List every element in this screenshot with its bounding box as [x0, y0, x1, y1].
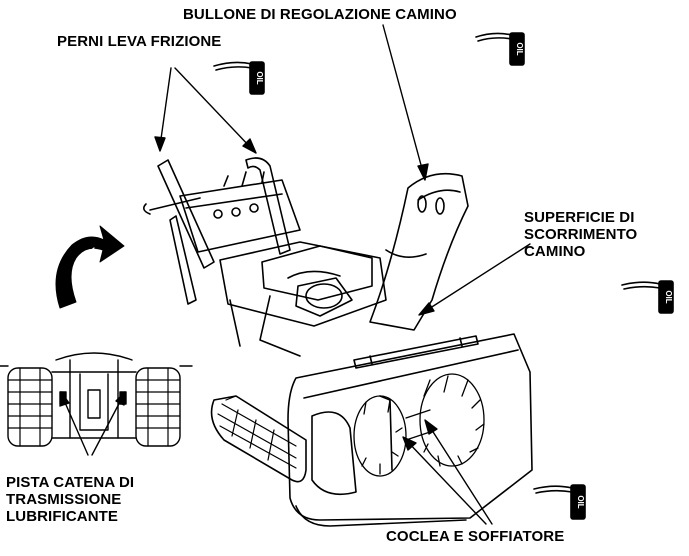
- svg-text:OIL: OIL: [255, 71, 264, 84]
- oil-can-icon-top: OIL: [475, 32, 525, 66]
- oil-can-icon-surface: OIL: [621, 280, 674, 314]
- snowblower-body: [142, 157, 533, 527]
- label-chain-track-line-1: PISTA CATENA DI: [6, 474, 135, 491]
- label-chain-track-line-2: TRASMISSIONE: [6, 491, 122, 508]
- leader-lines: [59, 24, 531, 525]
- label-chimney-surface-line-3: CAMINO: [524, 243, 586, 260]
- label-chimney-surface-line-1: SUPERFICIE DI: [524, 209, 635, 226]
- label-auger-blower: COCLEA E SOFFIATORE: [386, 528, 565, 545]
- svg-text:OIL: OIL: [664, 290, 673, 303]
- underside-inset: [0, 352, 193, 447]
- label-clutch-pins: PERNI LEVA FRIZIONE: [57, 33, 222, 50]
- rotation-arrow: [55, 225, 125, 309]
- oil-can-icon-auger: OIL: [533, 484, 586, 520]
- svg-text:OIL: OIL: [576, 495, 585, 508]
- oil-can-icon-clutch: OIL: [213, 61, 265, 95]
- label-chimney-bolt: BULLONE DI REGOLAZIONE CAMINO: [183, 6, 457, 23]
- label-chain-track-line-3: LUBRIFICANTE: [6, 508, 119, 525]
- label-chimney-surface: SUPERFICIE DI SCORRIMENTO CAMINO: [524, 209, 637, 260]
- label-chimney-surface-line-2: SCORRIMENTO: [524, 226, 638, 243]
- label-chain-track: PISTA CATENA DI TRASMISSIONE LUBRIFICANT…: [6, 474, 134, 525]
- oil-can-label: OIL: [515, 42, 524, 55]
